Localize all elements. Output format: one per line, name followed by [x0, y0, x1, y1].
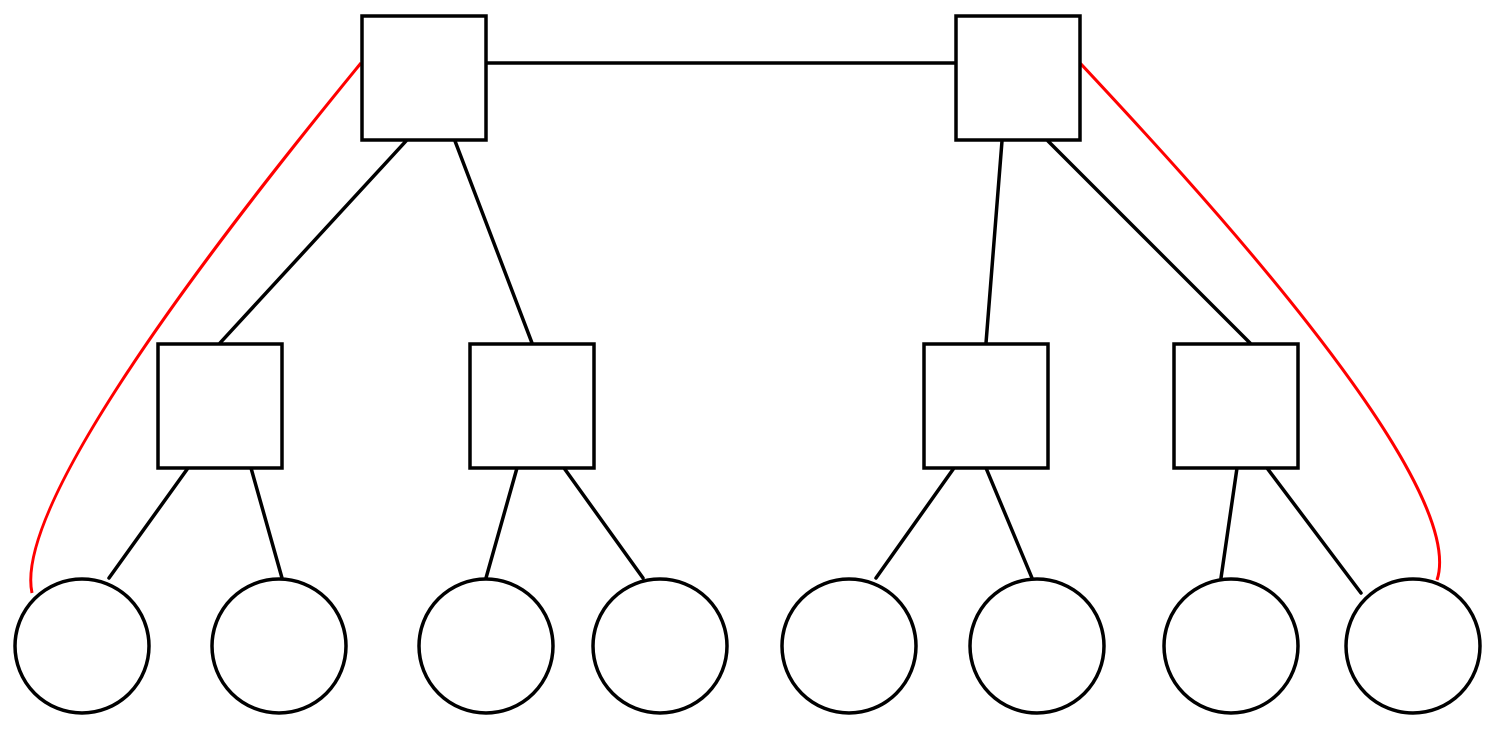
circle-node-c3: [417, 577, 555, 715]
circle-node-c6: [968, 577, 1106, 715]
circle-node-c2: [210, 577, 348, 715]
edge-s1-s1b: [453, 139, 534, 345]
edge-s2b-c7: [1219, 466, 1239, 580]
edge-s2-s2b: [1046, 139, 1252, 345]
square-node-s1b: [468, 342, 596, 470]
edges-layer: [29, 61, 1441, 595]
circle-node-c8: [1344, 577, 1482, 715]
edge-s1b-c3: [484, 466, 519, 580]
square-node-s2a: [922, 342, 1050, 470]
edge-s2-s2a: [984, 139, 1004, 345]
edge-s1a-c1: [107, 466, 190, 580]
highlight-link-s1-c1: [29, 62, 363, 594]
circle-node-c4: [591, 577, 729, 715]
circle-node-c1: [13, 577, 151, 715]
edge-s1-s1a: [218, 139, 408, 345]
square-node-s1a: [156, 342, 284, 470]
circle-node-c7: [1162, 577, 1300, 715]
edge-s2a-c5: [874, 466, 956, 580]
edge-s2a-c6: [984, 466, 1034, 580]
edge-s1a-c2: [249, 466, 284, 580]
nodes-layer: [13, 14, 1482, 715]
edge-s2b-c8: [1265, 466, 1363, 595]
edge-s1b-c4: [562, 466, 645, 580]
square-node-s1: [360, 14, 488, 142]
square-node-s2: [954, 14, 1082, 142]
circle-node-c5: [780, 577, 918, 715]
square-node-s2b: [1172, 342, 1300, 470]
highlight-link-s2-c8: [1078, 61, 1441, 581]
